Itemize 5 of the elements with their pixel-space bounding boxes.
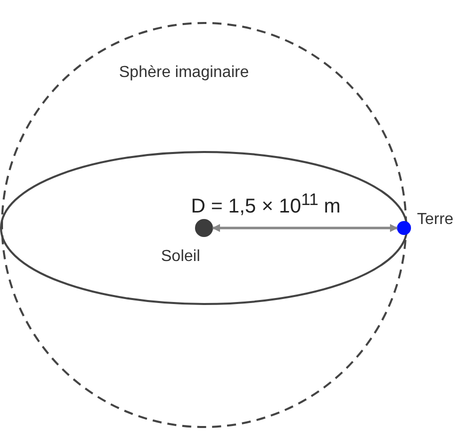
double-arrow <box>212 224 398 232</box>
edge-label: D = 1,5 × 10$^{11}$ m <box>191 190 341 219</box>
sun-label: Soleil <box>161 248 200 266</box>
sphere-label: Sphère imaginaire <box>119 64 249 82</box>
earth-label: Terre <box>417 211 454 229</box>
